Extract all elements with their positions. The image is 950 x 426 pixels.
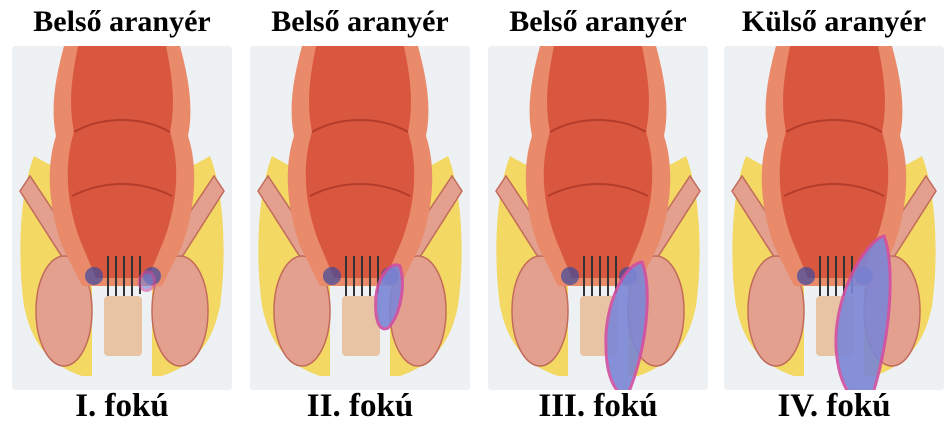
anatomy-illustration [724, 46, 944, 390]
venous-plexus-left [797, 267, 815, 285]
panel-title: Belső aranyér [244, 2, 476, 42]
panel-title: Belső aranyér [6, 2, 238, 42]
grade-panel-1: Belső aranyér [6, 0, 238, 423]
anatomy-svg [12, 46, 232, 390]
rectum-lumen [306, 46, 415, 278]
anatomy-svg [488, 46, 708, 390]
venous-plexus-left [85, 267, 103, 285]
rectum-lumen [68, 46, 177, 278]
venous-plexus-left [323, 267, 341, 285]
anatomy-illustration [488, 46, 708, 390]
anal-canal [104, 296, 142, 356]
anatomy-illustration [250, 46, 470, 390]
hemorrhoid [139, 272, 154, 290]
anatomy-svg [250, 46, 470, 390]
panel-title: Belső aranyér [482, 2, 714, 42]
grade-caption: II. fokú [244, 386, 476, 426]
rectum-lumen [544, 46, 653, 278]
grade-caption: IV. fokú [718, 386, 950, 426]
grade-panel-3: Belső aranyér [482, 0, 714, 423]
grade-caption: I. fokú [6, 386, 238, 426]
grade-panel-4: Külső aranyér [718, 0, 950, 423]
anatomy-illustration [12, 46, 232, 390]
grade-caption: III. fokú [482, 386, 714, 426]
panel-title: Külső aranyér [718, 2, 950, 42]
grade-panel-2: Belső aranyér [244, 0, 476, 423]
anatomy-svg [724, 46, 944, 390]
venous-plexus-left [561, 267, 579, 285]
